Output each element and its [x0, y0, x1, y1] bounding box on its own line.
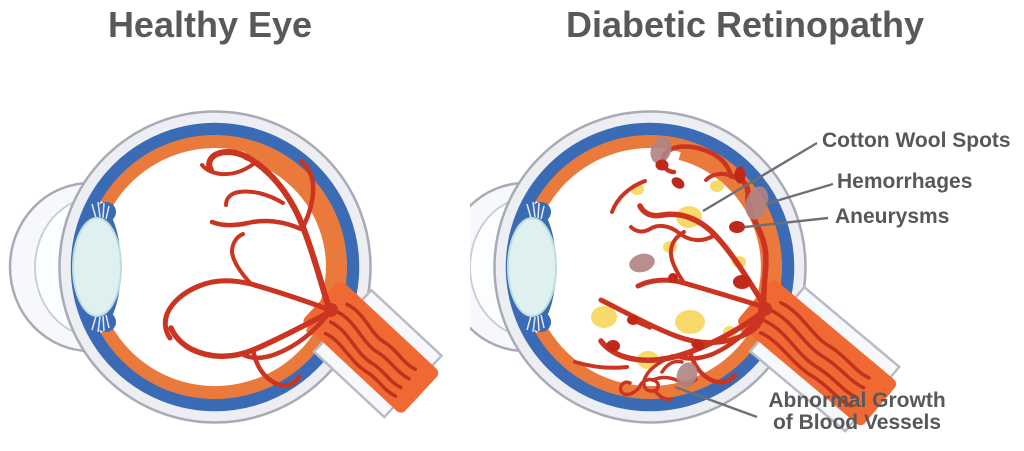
hemorrhage — [676, 362, 698, 388]
aneurysm — [691, 339, 705, 351]
healthy-eye-illustration — [8, 110, 444, 424]
aneurysm — [627, 315, 639, 325]
label-abnormal-growth-line2: of Blood Vessels — [772, 411, 942, 434]
label-abnormal-growth-line1: Abnormal Growth — [768, 389, 946, 412]
cotton-wool-spot — [710, 180, 724, 192]
aneurysm — [733, 275, 751, 289]
hemorrhage — [629, 253, 655, 273]
optic-disc — [758, 302, 772, 316]
zonule-fibers — [526, 201, 545, 333]
aneurysm — [606, 340, 620, 352]
healthy-vessel-tree — [162, 149, 333, 388]
leader-aneurysms — [744, 216, 829, 229]
label-cotton-wool-spots: Cotton Wool Spots — [822, 129, 1011, 152]
aneurysms-group — [606, 159, 751, 352]
cotton-wool-spot — [591, 306, 617, 328]
label-abnormal-growth: Abnormal Growth of Blood Vessels — [746, 390, 968, 434]
leader-hemorrhages — [765, 182, 834, 206]
lens — [507, 217, 557, 317]
diabetic-retinopathy-title: Diabetic Retinopathy — [565, 4, 925, 45]
optic-disc — [324, 303, 338, 317]
leader-lines — [674, 141, 834, 419]
aneurysm — [655, 159, 669, 171]
label-aneurysms: Aneurysms — [835, 205, 950, 228]
hemorrhages-group — [629, 136, 769, 388]
aneurysm — [668, 273, 678, 283]
leader-abnormal-growth — [674, 385, 758, 419]
aneurysm — [729, 221, 745, 233]
diabetic-eye-illustration — [470, 110, 902, 433]
cotton-wool-spot — [675, 310, 705, 334]
zonule-fibers — [91, 201, 110, 333]
aneurysm — [734, 166, 746, 184]
healthy-eye-title: Healthy Eye — [107, 4, 313, 45]
hemorrhage — [650, 136, 672, 164]
label-hemorrhages: Hemorrhages — [837, 170, 973, 193]
healthy-optic-nerve — [303, 281, 444, 419]
leader-cotton-wool-spots — [702, 141, 818, 213]
aneurysm — [671, 177, 685, 189]
diabetic-optic-nerve — [738, 280, 902, 433]
hemorrhage — [745, 186, 769, 220]
lens — [72, 217, 122, 317]
